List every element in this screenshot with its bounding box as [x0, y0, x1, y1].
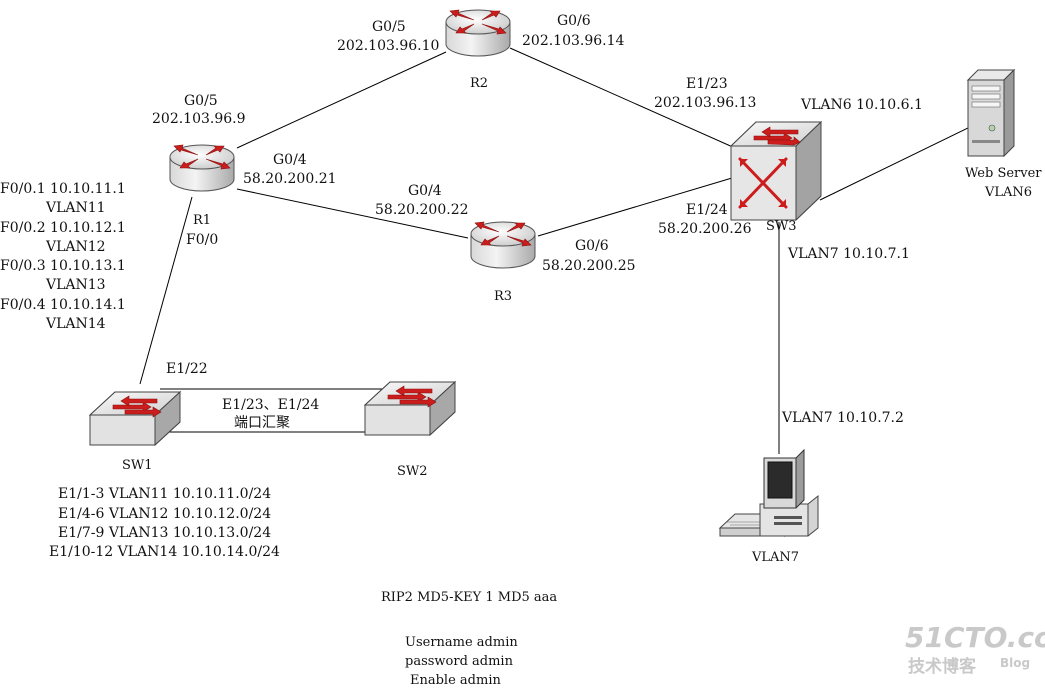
rip-note: RIP2 MD5-KEY 1 MD5 aaa	[381, 590, 557, 605]
subif-2-iface: F0/0.2 10.10.12.1	[0, 220, 126, 236]
web-server[interactable]	[967, 69, 1015, 157]
sw1-vlan-row-4: E1/10-12 VLAN14 10.10.14.0/24	[49, 544, 280, 560]
r3-right-ip: 58.20.200.25	[542, 258, 636, 274]
r3-right-port: G0/6	[575, 238, 609, 254]
server-vlan: VLAN6	[984, 185, 1032, 200]
sw1-vlan-list: E1/1-3 VLAN11 10.10.11.0/24 E1/4-6 VLAN1…	[49, 486, 280, 560]
username-note: Username admin	[405, 635, 518, 650]
sw3-name: SW3	[766, 219, 797, 234]
watermark-sub2: Blog	[1000, 656, 1030, 670]
switch-sw1[interactable]	[89, 391, 181, 446]
watermark-logo: 51CTO.com 技术博客 Blog	[905, 621, 1045, 677]
r1-right-port: G0/4	[273, 152, 307, 168]
sw3-left-port: E1/24	[686, 202, 728, 218]
router-r3[interactable]	[470, 221, 536, 269]
subinterface-list: F0/0.1 10.10.11.1 VLAN11 F0/0.2 10.10.12…	[0, 181, 126, 332]
sw2-name: SW2	[397, 464, 428, 479]
switch-sw2[interactable]	[364, 381, 456, 436]
links	[139, 47, 973, 454]
link-r1-r2	[236, 51, 447, 149]
password-note: password admin	[405, 654, 514, 669]
r2-right-port: G0/6	[557, 13, 591, 29]
sw3-vlan7-label: VLAN7 10.10.7.1	[787, 246, 910, 262]
l3-switch-sw3[interactable]	[729, 120, 823, 222]
link-r2-sw3	[509, 47, 736, 149]
r3-name: R3	[494, 289, 512, 304]
pc-ip-label: VLAN7 10.10.7.2	[781, 410, 904, 426]
r3-left-port: G0/4	[408, 183, 442, 199]
enable-note: Enable admin	[410, 673, 501, 688]
sw3-top-port: E1/23	[686, 76, 728, 92]
r3-left-ip: 58.20.200.22	[375, 202, 469, 218]
subif-1-iface: F0/0.1 10.10.11.1	[0, 181, 126, 197]
r2-right-ip: 202.103.96.14	[522, 33, 625, 49]
link-r1-r3	[236, 188, 469, 239]
sw3-vlan6-label: VLAN6 10.10.6.1	[800, 97, 923, 113]
subif-2-vlan: VLAN12	[45, 239, 106, 255]
watermark-brand: 51CTO.com	[905, 621, 1045, 654]
pc-host[interactable]	[719, 449, 819, 537]
sw1-vlan-row-1: E1/1-3 VLAN11 10.10.11.0/24	[58, 486, 271, 502]
r2-left-port: G0/5	[372, 19, 406, 35]
router-r2[interactable]	[445, 9, 511, 57]
server-name: Web Server	[965, 166, 1042, 181]
router-r1[interactable]	[169, 144, 235, 192]
subif-4-vlan: VLAN14	[45, 316, 106, 332]
config-notes: RIP2 MD5-KEY 1 MD5 aaa Username admin pa…	[381, 590, 557, 688]
sw1-vlan-row-2: E1/4-6 VLAN12 10.10.12.0/24	[58, 506, 271, 522]
sw1-name: SW1	[122, 458, 153, 473]
r1-top-port: G0/5	[184, 93, 218, 109]
subif-1-vlan: VLAN11	[45, 200, 106, 216]
subif-3-vlan: VLAN13	[45, 277, 106, 293]
sw1-vlan-row-3: E1/7-9 VLAN13 10.10.13.0/24	[58, 525, 271, 541]
pc-vlan: VLAN7	[751, 550, 799, 565]
sw3-top-ip: 202.103.96.13	[654, 95, 756, 111]
link-sw3-server	[819, 125, 973, 201]
link-r3-sw3	[537, 177, 733, 237]
watermark-sub1: 技术博客	[908, 656, 977, 677]
sw3-left-ip: 58.20.200.26	[658, 221, 752, 237]
link-r1-sw1	[139, 196, 193, 385]
r1-right-ip: 58.20.200.21	[243, 171, 337, 187]
r1-bottom-port: F0/0	[186, 232, 218, 248]
trunk-desc: 端口汇聚	[234, 415, 290, 431]
sw1-uplink-port: E1/22	[166, 361, 208, 377]
r1-name: R1	[193, 213, 211, 228]
r1-top-ip: 202.103.96.9	[152, 111, 246, 127]
subif-4-iface: F0/0.4 10.10.14.1	[0, 297, 126, 313]
trunk-ports: E1/23、E1/24	[222, 397, 319, 413]
r2-name: R2	[470, 76, 488, 91]
subif-3-iface: F0/0.3 10.10.13.1	[0, 258, 126, 274]
r2-left-ip: 202.103.96.10	[337, 38, 439, 54]
